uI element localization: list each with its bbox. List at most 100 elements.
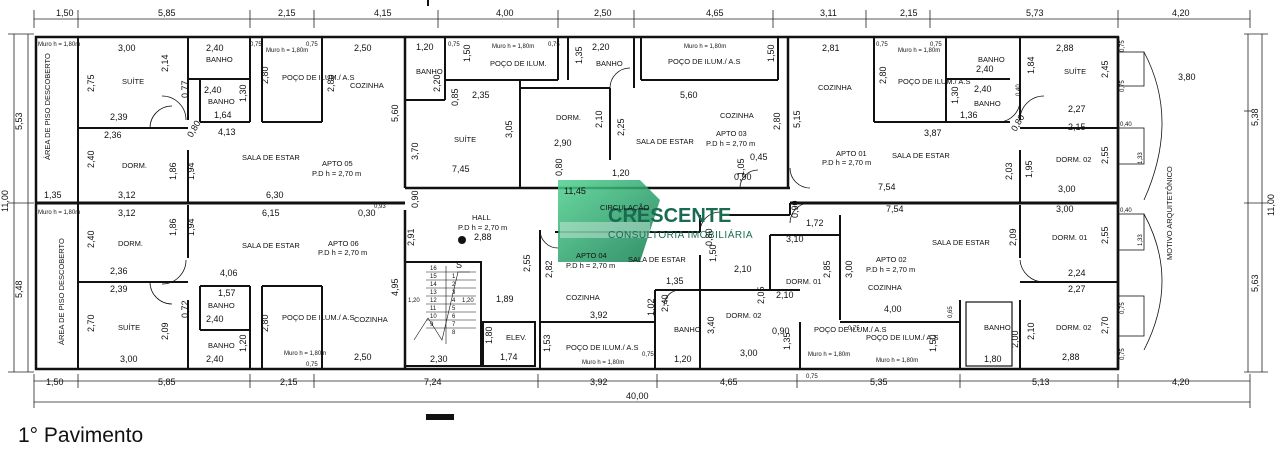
svg-text:2,55: 2,55	[522, 254, 532, 272]
svg-text:4,65: 4,65	[706, 8, 724, 18]
svg-text:SALA DE ESTAR: SALA DE ESTAR	[628, 255, 686, 264]
svg-text:2,39: 2,39	[110, 112, 128, 122]
svg-text:SUÍTE: SUÍTE	[454, 135, 476, 144]
apto-01: 2,81 0,75 0,75 Muro h = 1,80m COZINHA 2,…	[792, 42, 1110, 194]
svg-text:2,00: 2,00	[1010, 330, 1020, 348]
apto-06: Muro h = 1,80m ÁREA DE PISO DESCOBERTO 3…	[38, 190, 420, 368]
svg-text:6,30: 6,30	[266, 190, 284, 200]
svg-text:7: 7	[452, 322, 456, 328]
svg-text:2,40: 2,40	[206, 43, 224, 53]
watermark-tagline: CONSULTORIA IMOBILIÁRIA	[608, 228, 753, 241]
svg-text:3,00: 3,00	[1056, 204, 1074, 214]
level-marker-icon	[458, 236, 466, 244]
svg-text:1,36: 1,36	[960, 110, 978, 120]
svg-text:2,15: 2,15	[280, 377, 298, 387]
svg-text:5,35: 5,35	[870, 377, 888, 387]
svg-text:1,80: 1,80	[484, 326, 494, 344]
svg-text:2: 2	[452, 282, 456, 288]
side-labels: 0,40 1,33 0,40 1,33 0,75 0,75 0,75 0,75 …	[1120, 40, 1174, 360]
svg-text:2,70: 2,70	[1100, 316, 1110, 334]
svg-text:APTO 06: APTO 06	[328, 239, 359, 248]
svg-text:Muro h = 1,80m: Muro h = 1,80m	[582, 360, 624, 366]
svg-text:1,35: 1,35	[782, 332, 792, 350]
svg-text:2,75: 2,75	[86, 74, 96, 92]
svg-text:3,87: 3,87	[924, 128, 942, 138]
svg-text:1,80: 1,80	[984, 354, 1002, 364]
svg-text:2,36: 2,36	[104, 130, 122, 140]
svg-text:P.D h = 2,70 m: P.D h = 2,70 m	[318, 248, 367, 257]
svg-text:2,10: 2,10	[734, 264, 752, 274]
svg-text:2,24: 2,24	[1068, 268, 1086, 278]
svg-text:BANHO: BANHO	[206, 55, 233, 64]
svg-text:3,00: 3,00	[1058, 184, 1076, 194]
svg-text:2,10: 2,10	[1026, 322, 1036, 340]
svg-text:0,40: 0,40	[1120, 208, 1132, 214]
svg-text:ÁREA DE PISO DESCOBERTO: ÁREA DE PISO DESCOBERTO	[57, 238, 66, 345]
svg-text:1,33: 1,33	[1138, 152, 1144, 164]
svg-text:2,40: 2,40	[206, 354, 224, 364]
svg-text:2,80: 2,80	[260, 314, 270, 332]
svg-text:1,50: 1,50	[56, 8, 74, 18]
svg-text:DORM.: DORM.	[556, 113, 581, 122]
svg-text:P.D h = 2,70 m: P.D h = 2,70 m	[566, 261, 615, 270]
svg-text:COZINHA: COZINHA	[566, 293, 600, 302]
staircase	[413, 266, 476, 344]
svg-text:7,54: 7,54	[878, 182, 896, 192]
svg-text:1,20: 1,20	[238, 334, 248, 352]
svg-text:2,09: 2,09	[1008, 228, 1018, 246]
svg-text:2,88: 2,88	[1062, 352, 1080, 362]
svg-text:5,60: 5,60	[390, 104, 400, 122]
svg-text:1,20: 1,20	[408, 298, 420, 304]
svg-text:2,40: 2,40	[976, 64, 994, 74]
svg-text:0,90: 0,90	[772, 326, 790, 336]
svg-text:ELEV.: ELEV.	[506, 333, 527, 342]
svg-text:0,75: 0,75	[876, 42, 888, 48]
svg-text:11,00: 11,00	[0, 190, 10, 212]
svg-text:2,25: 2,25	[616, 118, 626, 136]
svg-text:9: 9	[430, 322, 434, 328]
svg-text:2,50: 2,50	[354, 43, 372, 53]
svg-text:1,89: 1,89	[496, 294, 514, 304]
svg-text:COZINHA: COZINHA	[868, 283, 902, 292]
svg-text:2,27: 2,27	[1068, 104, 1086, 114]
svg-text:0,45: 0,45	[750, 152, 768, 162]
svg-text:1,72: 1,72	[806, 218, 824, 228]
svg-text:2,05: 2,05	[756, 286, 766, 304]
svg-text:0,65: 0,65	[948, 306, 954, 318]
svg-text:0,75: 0,75	[930, 42, 942, 48]
svg-text:DORM. 02: DORM. 02	[1056, 323, 1091, 332]
svg-text:POÇO DE ILUM./ A.S: POÇO DE ILUM./ A.S	[866, 333, 939, 342]
svg-text:1,86: 1,86	[168, 162, 178, 180]
svg-text:3,10: 3,10	[786, 234, 804, 244]
svg-text:2,15: 2,15	[900, 8, 918, 18]
svg-text:2,45: 2,45	[1100, 60, 1110, 78]
svg-text:1,35: 1,35	[666, 276, 684, 286]
svg-text:2,55: 2,55	[1100, 146, 1110, 164]
svg-text:2,81: 2,81	[822, 43, 840, 53]
svg-text:7,45: 7,45	[452, 164, 470, 174]
svg-text:3,00: 3,00	[740, 348, 758, 358]
svg-text:BANHO: BANHO	[984, 323, 1011, 332]
svg-text:1,50: 1,50	[708, 244, 718, 262]
svg-text:2,40: 2,40	[660, 294, 670, 312]
svg-text:13: 13	[430, 290, 437, 296]
svg-text:0,75: 0,75	[250, 42, 262, 48]
svg-text:BANHO: BANHO	[596, 59, 623, 68]
floor-caption: 1° Pavimento	[18, 424, 144, 447]
svg-text:3,70: 3,70	[410, 142, 420, 160]
svg-text:0,75: 0,75	[642, 352, 654, 358]
svg-text:Muro h = 1,80m: Muro h = 1,80m	[284, 351, 326, 357]
svg-text:4,95: 4,95	[390, 278, 400, 296]
svg-text:2,14: 2,14	[160, 54, 170, 72]
svg-text:0,75: 0,75	[1120, 302, 1126, 314]
svg-text:POÇO DE ILUM./ A.S: POÇO DE ILUM./ A.S	[566, 343, 639, 352]
svg-text:3,12: 3,12	[118, 190, 136, 200]
svg-text:0,75: 0,75	[306, 362, 318, 368]
svg-text:1,74: 1,74	[500, 352, 518, 362]
svg-text:5,15: 5,15	[792, 110, 802, 128]
svg-text:2,80: 2,80	[260, 66, 270, 84]
svg-text:5,53: 5,53	[14, 112, 24, 130]
svg-text:3: 3	[452, 290, 456, 296]
svg-text:2,40: 2,40	[86, 150, 96, 168]
svg-text:0,75: 0,75	[1120, 80, 1126, 92]
